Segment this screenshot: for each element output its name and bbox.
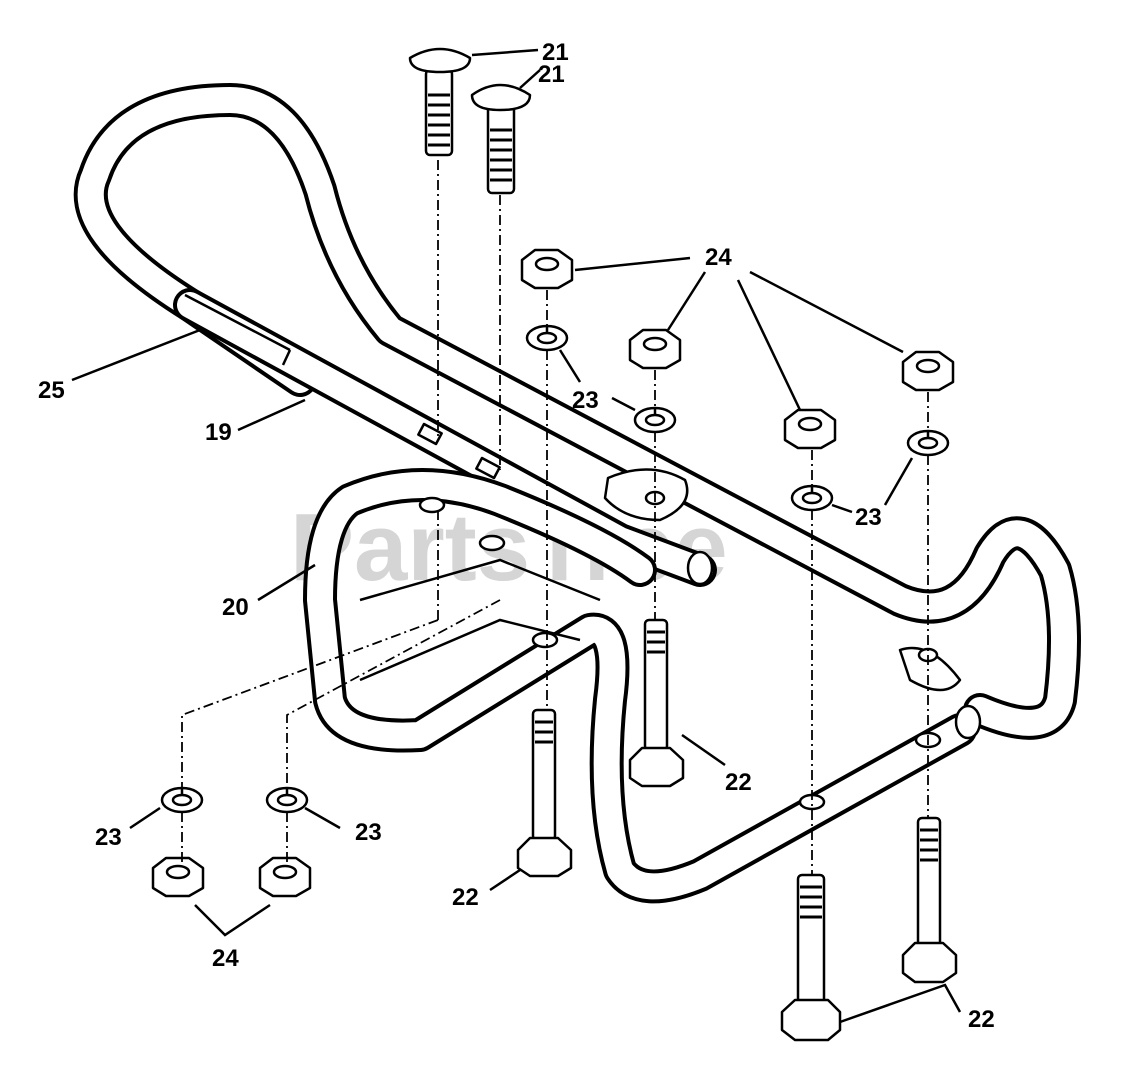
- lock-washer-6: [265, 786, 309, 814]
- carriage-bolt-2: [470, 83, 532, 195]
- callout-23-c: 23: [95, 824, 122, 851]
- lock-washer-1: [525, 324, 569, 352]
- alignment-lines: [181, 160, 929, 875]
- hex-nut-5: [151, 856, 205, 898]
- callout-labels: 21 21 24 23 23 25 19 20 22 22 22 23 23 2…: [38, 39, 995, 1033]
- callout-20: 20: [222, 594, 249, 621]
- hex-bolt-2: [516, 708, 573, 878]
- leader-lines: [71, 48, 962, 1024]
- hex-nut-6: [258, 856, 312, 898]
- callout-24-a: 24: [705, 244, 732, 271]
- lock-washer-3: [790, 484, 834, 512]
- hex-bolt-4: [901, 816, 958, 984]
- callout-23-b: 23: [855, 504, 882, 531]
- hex-nut-1: [520, 248, 574, 290]
- hex-bolt-3: [780, 873, 842, 1042]
- hex-nut-3: [783, 408, 837, 450]
- callout-21-b: 21: [538, 61, 565, 88]
- callout-23-a: 23: [572, 387, 599, 414]
- callout-19: 19: [205, 419, 232, 446]
- hex-nut-2: [628, 328, 682, 370]
- callout-22-c: 22: [968, 1006, 995, 1033]
- callout-25: 25: [38, 377, 65, 404]
- callout-22-a: 22: [725, 769, 752, 796]
- lower-handle-bar: [303, 468, 982, 904]
- callout-23-d: 23: [355, 819, 382, 846]
- carriage-bolt-1: [408, 47, 472, 157]
- hex-nut-4: [901, 350, 955, 392]
- lock-washer-5: [160, 786, 204, 814]
- lock-washer-4: [906, 429, 950, 457]
- hex-bolt-1: [628, 618, 685, 788]
- lock-washer-2: [633, 406, 677, 434]
- callout-22-b: 22: [452, 884, 479, 911]
- callout-21-a: 21: [542, 39, 569, 66]
- callout-24-b: 24: [212, 945, 239, 972]
